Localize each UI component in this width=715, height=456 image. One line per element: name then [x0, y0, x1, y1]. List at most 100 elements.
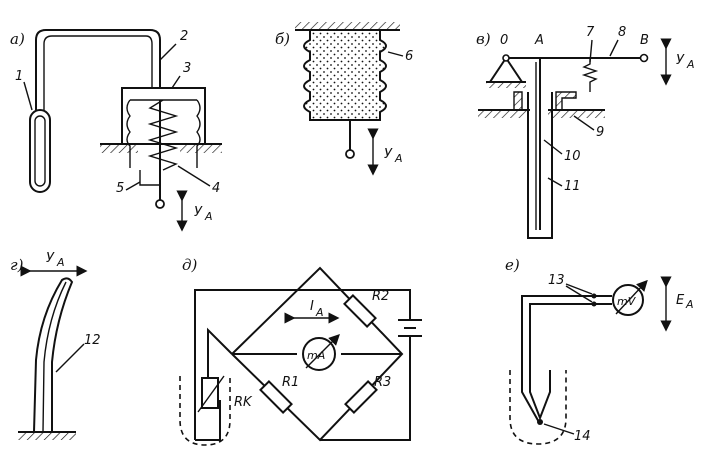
panel-g: г) У А 12	[10, 251, 101, 440]
sym-sub-g: А	[56, 256, 65, 269]
label-14: 14	[574, 429, 591, 444]
label-R1: R1	[282, 375, 299, 390]
sensor-sheath-e	[509, 370, 567, 445]
bimetal-layer	[42, 281, 67, 433]
junction-cold-1	[591, 293, 597, 299]
stem-end	[155, 199, 165, 209]
panel-b: б) 6 У А	[275, 22, 413, 176]
pivot-hatch	[486, 82, 526, 88]
thermo-leg-left	[521, 370, 541, 425]
housing	[121, 87, 206, 144]
thermal-bulb	[29, 109, 51, 193]
thermistor-slash	[197, 375, 225, 413]
resistor-R3	[344, 380, 378, 414]
leader-11	[547, 177, 563, 187]
leader-13b	[565, 285, 593, 303]
junction-cold-2	[591, 301, 597, 307]
leader-3	[171, 75, 181, 89]
lever-spring	[581, 58, 599, 92]
label-0: 0	[500, 33, 508, 48]
label-7: 7	[586, 25, 595, 40]
resistor-R2	[343, 294, 377, 328]
spring	[147, 99, 179, 171]
stem-guide	[139, 170, 160, 186]
leader-9	[573, 115, 595, 131]
sym-E: E	[676, 293, 685, 308]
label-1: 1	[15, 69, 23, 84]
label-5: 5	[116, 181, 124, 196]
sym-sub-E: А	[685, 298, 694, 311]
capillary-tube-outer	[35, 29, 161, 110]
voltmeter-needle	[615, 279, 648, 315]
bellows-right	[196, 99, 201, 168]
leader-12	[55, 343, 85, 373]
label-2: 2	[180, 29, 188, 44]
sym-y: У	[194, 205, 203, 220]
panel-v: в) 0 А 7 8 В 9 10 11 У	[476, 25, 695, 239]
label-A: А	[534, 33, 544, 48]
sym-sub-I: А	[315, 306, 324, 319]
label-8: 8	[618, 25, 626, 40]
panel-e: е) mV 13 14 E А	[505, 256, 694, 445]
label-B: В	[640, 33, 649, 48]
leader-8	[609, 39, 619, 57]
label-12: 12	[84, 333, 101, 348]
leader-1	[23, 81, 33, 111]
panel-v-letter: в)	[476, 30, 491, 48]
panel-e-letter: е)	[505, 256, 520, 274]
leader-4	[177, 165, 211, 187]
sym-y-v: У	[676, 53, 685, 68]
meter-needle	[305, 334, 340, 369]
thermal-bulb-inner	[34, 115, 46, 187]
label-10: 10	[564, 149, 581, 164]
pivot-point	[502, 54, 510, 62]
panel-a-letter: а)	[10, 30, 25, 48]
sym-y-g: У	[46, 251, 55, 266]
label-3: 3	[183, 61, 191, 76]
leader-2	[159, 43, 177, 61]
hot-junction	[537, 419, 543, 425]
label-mA: mA	[307, 349, 325, 362]
plate-right-hatch	[548, 110, 605, 118]
bellows-left	[126, 99, 131, 168]
resistor-R1	[259, 380, 293, 414]
leader-5	[125, 181, 141, 191]
leader-14	[543, 423, 575, 435]
sym-sub: А	[204, 210, 213, 223]
label-9: 9	[596, 125, 604, 140]
label-4: 4	[212, 181, 220, 196]
label-R2: R2	[372, 289, 389, 304]
sym-y-b: У	[384, 147, 393, 162]
bellows-outline	[303, 30, 387, 121]
leader-6	[387, 51, 404, 57]
rk-lead-return	[195, 400, 221, 441]
bellows-fill	[304, 30, 386, 120]
sym-sub-v: А	[686, 58, 695, 71]
mount-hatch-left	[100, 144, 138, 153]
panel-b-letter: б)	[275, 30, 290, 48]
label-11: 11	[564, 179, 581, 194]
label-13: 13	[548, 273, 565, 288]
leader-7	[589, 39, 593, 63]
label-R3: R3	[374, 375, 391, 390]
label-RK: RK	[234, 395, 253, 410]
lever-end	[639, 53, 649, 63]
leader-10	[543, 139, 563, 155]
ground-hatch-g	[18, 432, 76, 440]
rk-lead	[207, 327, 233, 378]
bimetal-strip	[33, 277, 74, 433]
sym-sub-b: А	[394, 152, 403, 165]
label-6: 6	[405, 49, 413, 64]
leader-13a	[565, 283, 593, 295]
outer-loop-right	[320, 336, 411, 441]
sensor-sheath-d	[179, 376, 231, 446]
thermocouple-wire-outer	[521, 295, 594, 370]
thermocouple-wire-inner	[529, 303, 594, 370]
outer-tube	[527, 92, 553, 239]
sym-I: I	[310, 299, 314, 314]
support-left	[513, 91, 523, 111]
capillary-tube-inner	[43, 35, 153, 110]
mount-hatch-right	[180, 144, 222, 153]
